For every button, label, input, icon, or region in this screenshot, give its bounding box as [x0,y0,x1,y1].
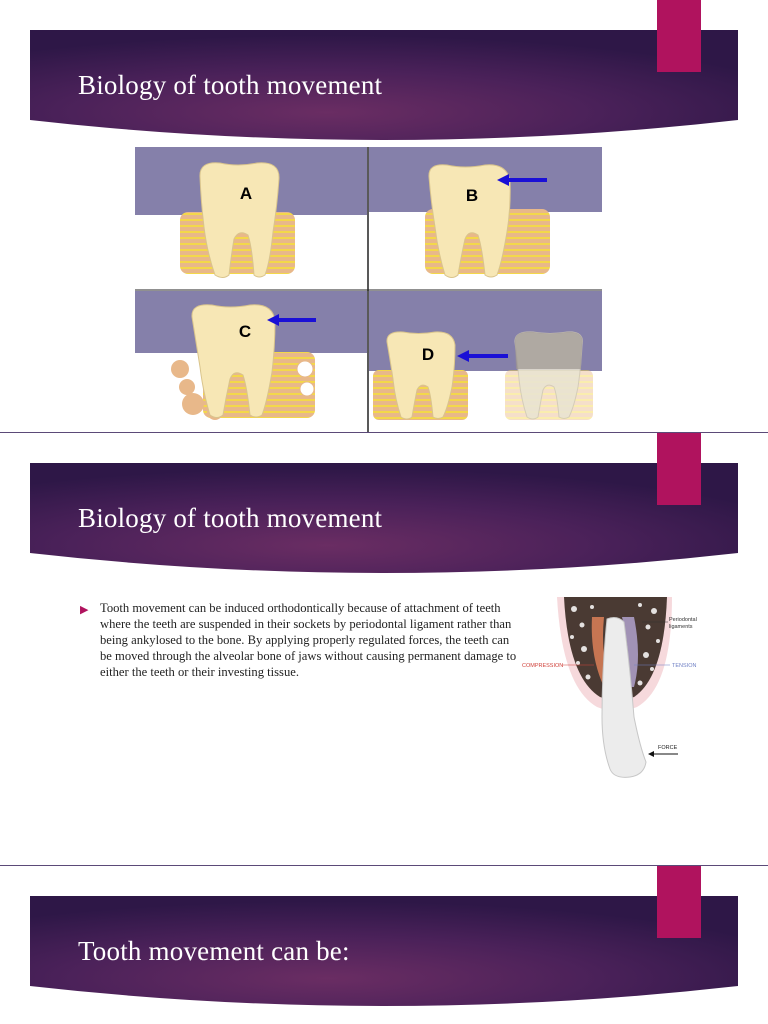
panel-b: B [369,147,602,289]
bullet-item: ▶ Tooth movement can be induced orthodon… [80,601,520,681]
panel-a: A [135,147,367,289]
tooth-movement-figure: A B [135,147,602,432]
accent-bar [657,866,701,938]
slide-1: Biology of tooth movement A [0,0,768,432]
accent-bar [657,0,701,72]
panel-label-b: B [466,186,478,205]
slide-title: Tooth movement can be: [78,936,350,966]
slide-2: Biology of tooth movement ▶ Tooth moveme… [0,433,768,865]
force-arrow-icon [648,751,654,757]
title-banner [30,896,738,1007]
panel-label-d: D [422,345,434,364]
periodontal-diagram: Periodontal ligaments COMPRESSION TENSIO… [522,597,702,782]
bullet-text: Tooth movement can be induced orthodonti… [100,601,517,679]
accent-bar [657,433,701,505]
slide-divider [0,432,768,433]
panel-d: D [369,291,602,432]
slide-3: Tooth movement can be: [0,866,768,1024]
slide-title: Biology of tooth movement [78,503,383,533]
label-compression: COMPRESSION [522,663,563,669]
bullet-arrow-icon: ▶ [80,604,89,616]
label-periodontal-2: ligaments [669,624,693,630]
slide-divider [0,865,768,866]
label-force: FORCE [658,745,678,751]
label-tension: TENSION [672,663,696,669]
title-banner [30,30,738,141]
panel-label-a: A [240,184,252,203]
panel-label-c: C [239,322,251,341]
slide-title: Biology of tooth movement [78,70,383,100]
title-banner [30,463,738,574]
panel-c: C [135,291,367,432]
label-periodontal-1: Periodontal [669,617,697,623]
